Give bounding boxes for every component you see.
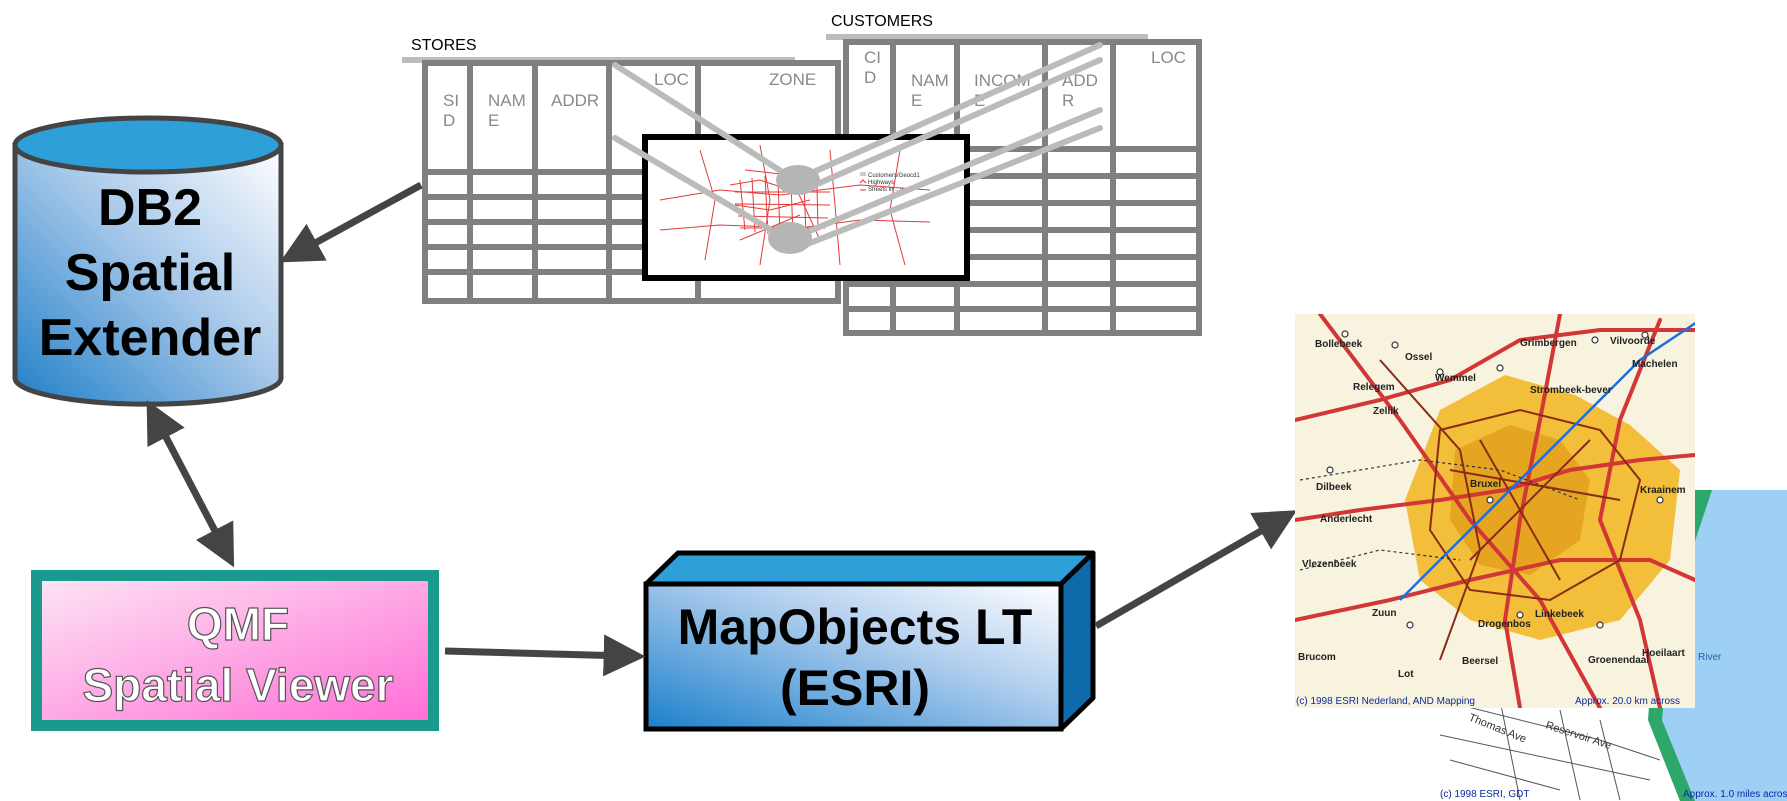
arrow-tables-to-db2 [279, 181, 423, 263]
customers-col-cid-1: CI [864, 48, 881, 67]
mapobjects-lt-box: MapObjects LT (ESRI) [643, 550, 1096, 732]
legend-item-2: Highways [868, 180, 894, 186]
small-map-legend: Customers/Geocd1 Highways Streets in ...… [859, 172, 920, 193]
map-place-kraainem: Kraainem [1640, 485, 1686, 496]
legend-item-3: Streets in ...y [868, 187, 903, 193]
stores-col-loc: LOC [654, 70, 689, 89]
map-place-strombeek: Strombeek-bever [1530, 385, 1612, 396]
stores-col-sid-2: D [443, 111, 455, 130]
arrow-mapobjects-to-map [1094, 510, 1297, 630]
brussels-map-image: Dilbeek Bruxel Relegem Wemmel Grimbergen… [1295, 314, 1695, 708]
arrow-qmf-to-mapobjects [444, 634, 646, 677]
map-place-grimbergen: Grimbergen [1520, 338, 1577, 349]
stores-col-name-1: NAM [488, 91, 526, 110]
map-place-lot: Lot [1398, 669, 1414, 680]
customers-col-cid-2: D [864, 68, 876, 87]
river-scale: Approx. 1.0 miles across [1683, 789, 1787, 800]
qmf-label-line2: Spatial Viewer [82, 659, 393, 711]
map-place-linkebeek: Linkebeek [1535, 609, 1584, 620]
map-place-dilbeek: Dilbeek [1316, 482, 1352, 493]
map-place-groenendaal: Groenendaal [1588, 655, 1649, 666]
map-place-zellik: Zellik [1373, 406, 1399, 417]
map-place-bruxel: Bruxel [1470, 479, 1501, 490]
map-place-anderlecht: Anderlecht [1320, 514, 1373, 525]
map-place-hoeilaart: Hoeilaart [1642, 648, 1685, 659]
customers-table-title: CUSTOMERS [831, 13, 933, 30]
stores-col-zone: ZONE [769, 70, 816, 89]
mapobjects-label-line2: (ESRI) [780, 660, 930, 716]
qmf-spatial-viewer-box: QMF Spatial Viewer [31, 570, 439, 731]
stores-column-headers: SI D NAM E ADDR LOC ZONE [443, 70, 816, 130]
geocode-points [768, 165, 820, 254]
customers-col-name-2: E [911, 91, 922, 110]
river-place-3: River [1698, 652, 1722, 663]
map-place-drogenbos: Drogenbos [1478, 619, 1531, 630]
relationship-lines [612, 42, 1103, 248]
db2-label-line2: Spatial [65, 244, 236, 302]
map-place-beersel: Beersel [1462, 656, 1498, 667]
map-place-vilvoorde: Vilvoorde [1610, 336, 1656, 347]
brussels-scale: Approx. 20.0 km across [1575, 696, 1680, 707]
customers-col-addr-2: R [1062, 91, 1074, 110]
customers-col-name-1: NAM [911, 71, 949, 90]
db2-label-line3: Extender [39, 309, 262, 367]
map-place-zuun: Zuun [1372, 608, 1396, 619]
stores-col-sid-1: SI [443, 91, 459, 110]
db2-label-line1: DB2 [98, 179, 202, 237]
map-place-brucom: Brucom [1298, 652, 1336, 663]
map-place-bollebeek: Bollebeek [1315, 339, 1363, 350]
legend-item-1: Customers/Geocd1 [868, 173, 920, 179]
customers-col-loc: LOC [1151, 48, 1186, 67]
stores-col-addr: ADDR [551, 91, 599, 110]
brussels-credit: (c) 1998 ESRI Nederland, AND Mapping [1296, 696, 1475, 707]
map-place-relegem: Relegem [1353, 382, 1395, 393]
map-place-vlezenbeek: Vlezenbeek [1302, 559, 1357, 570]
river-credit: (c) 1998 ESRI, GDT [1440, 789, 1529, 800]
stores-col-name-2: E [488, 111, 499, 130]
map-place-ossel: Ossel [1405, 352, 1432, 363]
map-place-machelen: Machelen [1632, 359, 1678, 370]
db2-spatial-extender-cylinder: DB2 Spatial Extender [12, 115, 284, 407]
arrows [146, 181, 1297, 677]
mapobjects-label-line1: MapObjects LT [678, 599, 1033, 655]
small-city-map: Customers/Geocd1 Highways Streets in ...… [642, 134, 970, 281]
map-place-wemmel: Wemmel [1435, 373, 1476, 384]
stores-table-title: STORES [411, 37, 477, 54]
qmf-label-line1: QMF [187, 598, 289, 650]
arrow-db2-qmf [146, 400, 235, 568]
